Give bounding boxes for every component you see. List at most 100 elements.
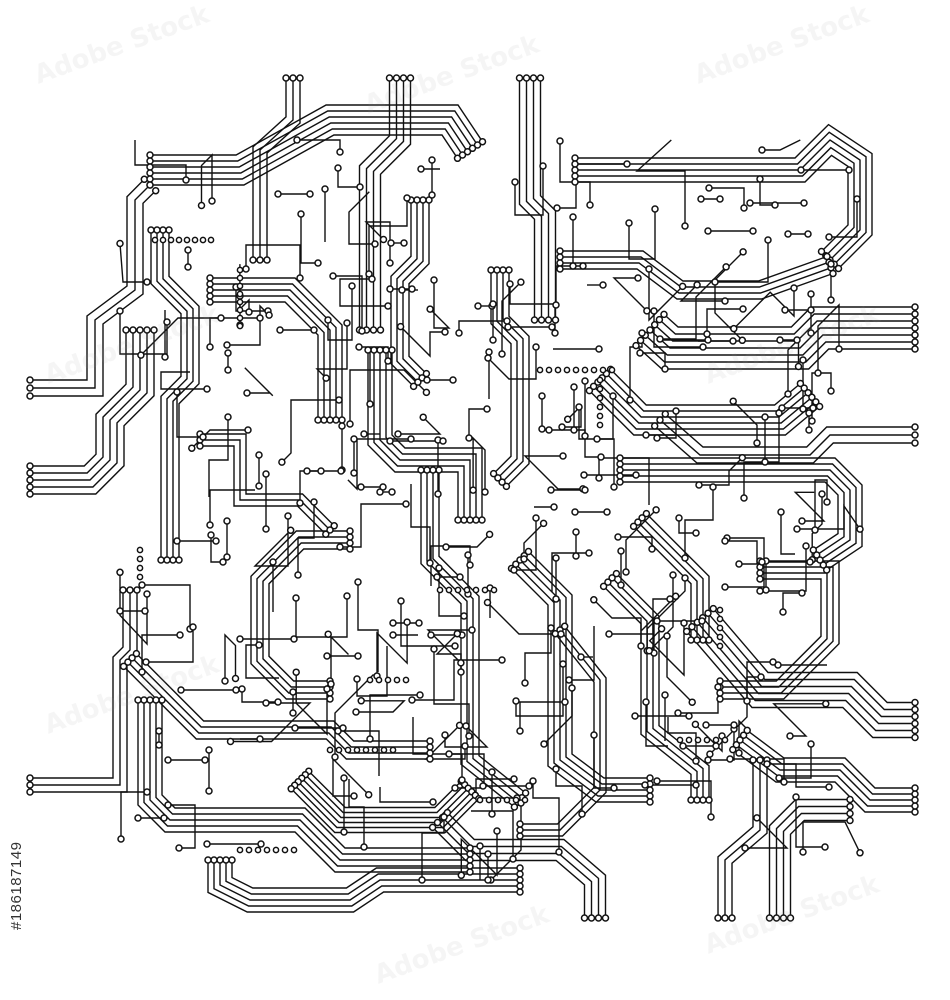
circuit-trace (176, 392, 203, 438)
solder-pad (489, 300, 497, 308)
solder-pad (681, 574, 689, 582)
circuit-trace (782, 592, 802, 612)
solder-pad (688, 698, 696, 706)
solder-pad (505, 266, 513, 274)
circuit-trace (210, 289, 331, 420)
circuit-trace (712, 608, 915, 704)
solder-pad (222, 856, 230, 864)
solder-pad (272, 846, 280, 854)
solder-pad (512, 697, 520, 705)
solder-pad (474, 302, 482, 310)
solder-pad (276, 326, 284, 334)
solder-pad (350, 469, 358, 477)
solder-pad (756, 587, 764, 595)
circuit-trace (657, 411, 677, 439)
circuit-trace (438, 568, 464, 617)
circuit-trace (295, 672, 328, 736)
solder-pad (693, 281, 701, 289)
solder-pad (292, 594, 300, 602)
solder-pad (164, 801, 172, 809)
solder-pad (348, 282, 356, 290)
solder-pad (262, 699, 270, 707)
solder-pad (738, 453, 747, 462)
solder-pad (638, 514, 646, 522)
solder-pad (212, 537, 220, 545)
solder-pad (807, 740, 815, 748)
solder-pad (699, 636, 707, 644)
solder-pad (749, 756, 757, 764)
solder-pad (223, 341, 231, 349)
solder-pad (399, 74, 408, 82)
circuit-trace (472, 436, 486, 492)
solder-pad (483, 405, 491, 413)
circuit-trace (131, 657, 430, 748)
circuit-trace (795, 797, 825, 848)
solder-pad (323, 652, 331, 660)
solder-pad (761, 413, 769, 421)
circuit-trace (644, 334, 915, 356)
solder-pad (205, 746, 213, 754)
solder-pad (422, 388, 431, 397)
solder-pad (296, 274, 304, 282)
solder-pad (117, 835, 125, 843)
solder-pad (329, 272, 337, 280)
solder-pad (159, 236, 167, 244)
solder-pad (786, 732, 794, 740)
solder-pad (756, 575, 764, 583)
solder-pad (555, 848, 563, 856)
solder-pad (559, 452, 567, 460)
solder-pad (116, 307, 124, 315)
circuit-trace (519, 559, 650, 791)
solder-pad (269, 558, 277, 566)
circuit-trace (304, 774, 466, 814)
solder-pad (722, 263, 730, 271)
solder-pad (122, 326, 130, 334)
circuit-trace (230, 702, 312, 743)
solder-pad (666, 595, 674, 603)
circuit-trace (569, 626, 595, 681)
circuit-trace (532, 781, 560, 852)
solder-pad (614, 533, 622, 541)
solder-pad (423, 466, 431, 474)
solder-pad (296, 499, 304, 507)
solder-pad (585, 386, 594, 395)
circuit-trace (696, 621, 915, 725)
circuit-trace (640, 595, 677, 653)
solder-pad (119, 586, 127, 594)
solder-pad (138, 581, 146, 589)
solder-pad (653, 777, 661, 785)
solder-pad (136, 573, 144, 581)
solder-pad (646, 798, 654, 806)
solder-pad (232, 686, 240, 694)
solder-pad (609, 392, 617, 400)
solder-pad (911, 423, 919, 431)
solder-pad (379, 235, 388, 244)
solder-pad (415, 619, 423, 627)
solder-pad (124, 658, 132, 666)
solder-pad (561, 698, 569, 706)
solder-pad (775, 774, 783, 782)
solder-pad (488, 768, 496, 776)
solder-pad (352, 708, 360, 716)
solder-pad (516, 876, 524, 884)
solder-pad (510, 775, 518, 783)
solder-pad (653, 434, 661, 442)
circuit-trace (200, 445, 327, 535)
solder-pad (778, 404, 786, 412)
solder-pad (716, 689, 724, 697)
solder-pad (786, 914, 795, 922)
solder-pad (545, 366, 553, 374)
circuit-trace (789, 819, 850, 918)
solder-pad (460, 612, 468, 620)
solder-pad (692, 529, 700, 537)
solder-pad (236, 266, 244, 274)
solder-pad (532, 343, 540, 351)
solder-pad (596, 412, 604, 420)
solder-pad (570, 383, 578, 391)
circuit-trace (787, 337, 800, 394)
circuit-trace (458, 320, 507, 333)
solder-pad (663, 632, 671, 640)
solder-pad (284, 512, 292, 520)
solder-pad (616, 472, 624, 480)
solder-pad (601, 914, 610, 922)
